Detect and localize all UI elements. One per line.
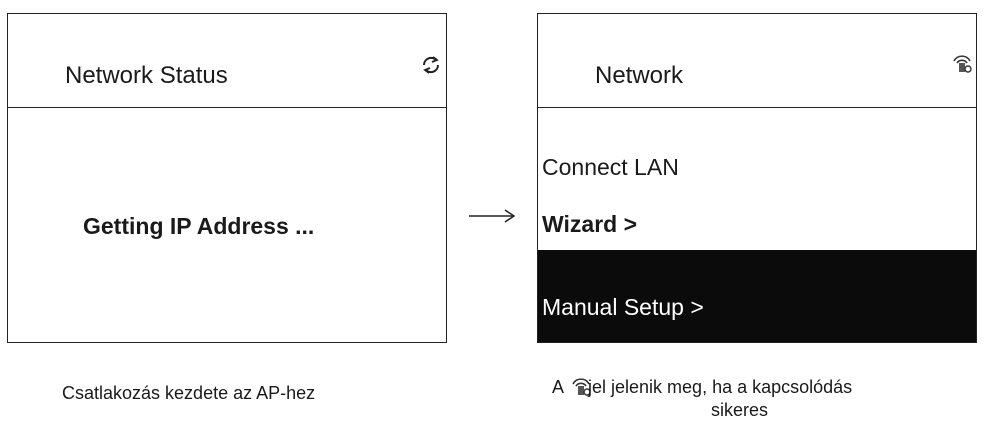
screen-header: Network (538, 14, 976, 108)
caption-rest: jel jelenik meg, ha a kapcsolódás (588, 377, 853, 397)
menu-item-label: Manual Setup > (542, 294, 704, 320)
caption-right: A jel jelenik meg, ha a kapcsolódás (552, 375, 852, 398)
menu-item-manual-setup[interactable]: Manual Setup > (538, 250, 976, 342)
menu-item-wizard[interactable]: Wizard > (542, 211, 638, 237)
menu-item-connect-lan[interactable]: Connect LAN (542, 154, 679, 180)
screen-title: Network (595, 62, 684, 89)
wifi-connected-icon (953, 55, 972, 73)
status-message: Getting IP Address ... (83, 213, 315, 239)
wifi-connected-icon (572, 378, 591, 396)
caption-left: Csatlakozás kezdete az AP-hez (62, 383, 316, 403)
caption-right-line2: sikeres (711, 400, 769, 420)
connecting-icon (422, 56, 440, 74)
screen-title: Network Status (65, 62, 228, 89)
caption-prefix: A (552, 377, 569, 397)
network-menu-screen: Network Connect LAN Wizard > Manual Setu… (537, 13, 977, 343)
screen-header: Network Status (8, 14, 446, 108)
right-arrow-icon (469, 209, 516, 223)
network-status-screen: Network Status Getting IP Address ... (7, 13, 447, 343)
